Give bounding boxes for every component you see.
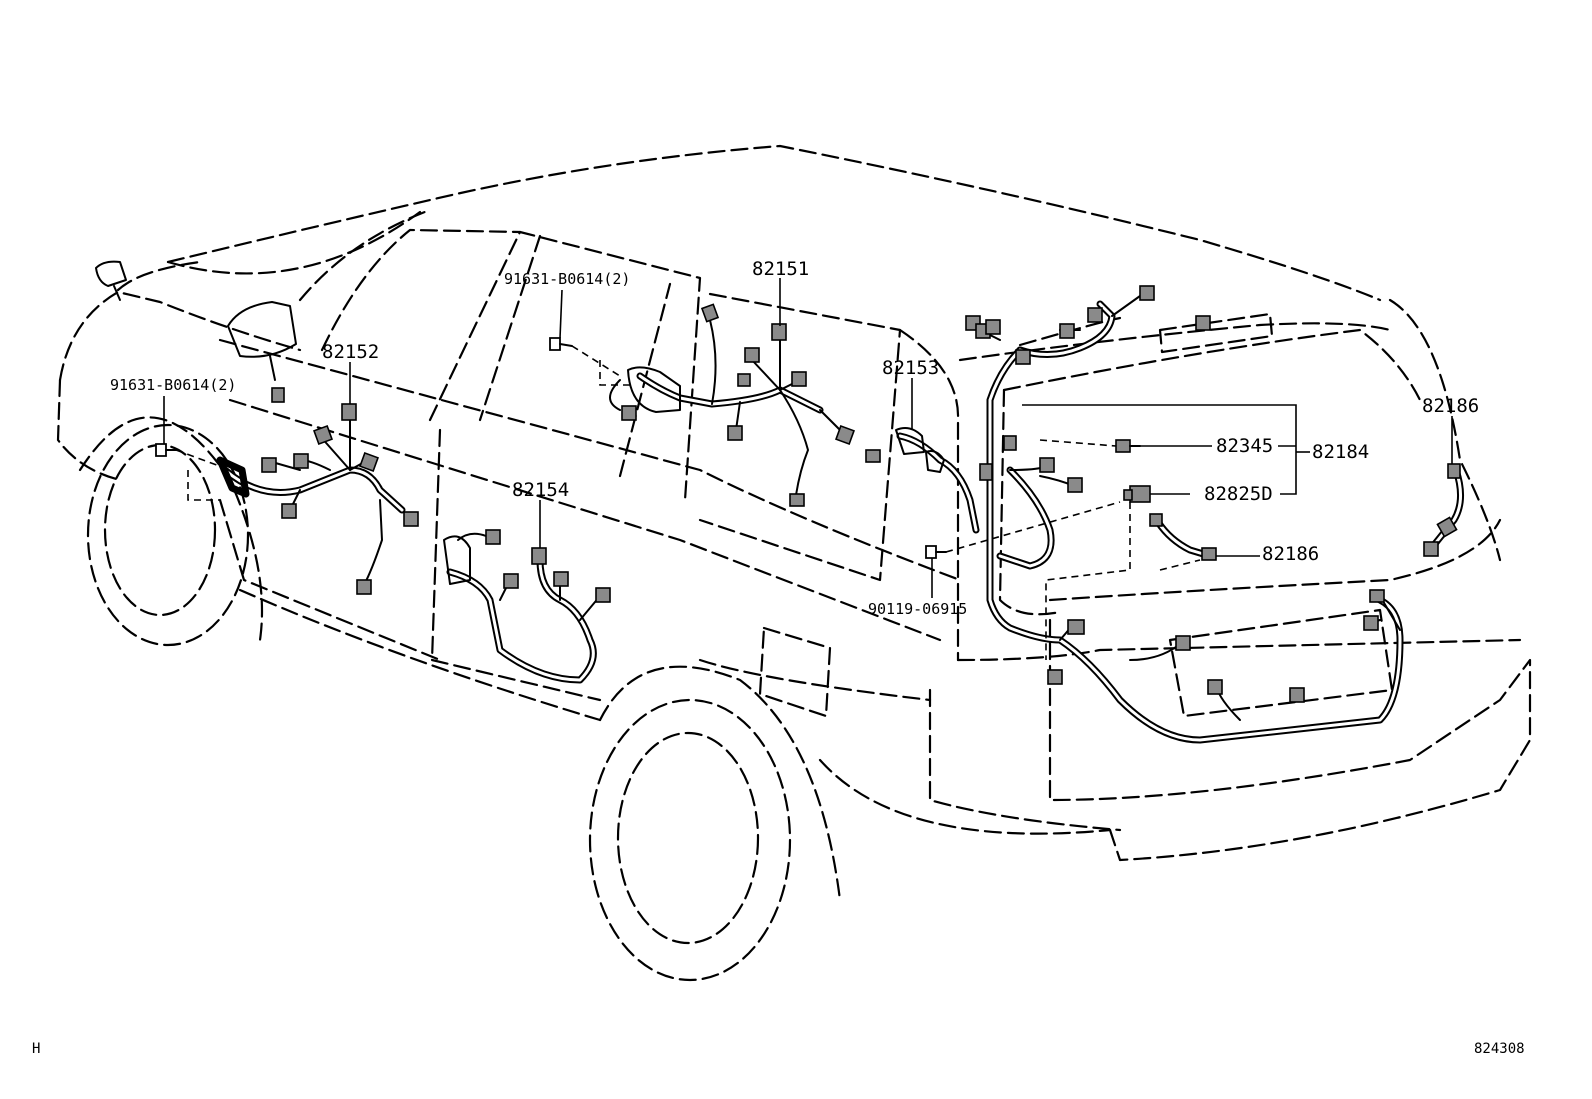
part-labels: 82151 82152 82153 82154 82186 82186 8234… [110, 258, 1479, 618]
label-82154: 82154 [512, 479, 569, 501]
corner-code-left: H [32, 1041, 40, 1057]
bolt-front [155, 443, 177, 457]
bolt-rear [925, 545, 947, 559]
harness-82184 [965, 285, 1404, 744]
front-wheel [78, 416, 264, 647]
label-82186-top: 82186 [1422, 395, 1479, 417]
harness-82152 [216, 387, 419, 595]
harness-82153 [865, 427, 980, 534]
harness-82186 [1149, 463, 1464, 561]
leader-lines [163, 278, 1453, 660]
label-82152: 82152 [322, 341, 379, 363]
label-bolt-center: 91631-B0614(2) [504, 270, 630, 288]
bolt-center [549, 337, 573, 351]
connector [341, 403, 357, 421]
label-82186-mid: 82186 [1262, 543, 1319, 565]
switch-82345 [1115, 439, 1141, 453]
label-82345: 82345 [1216, 435, 1273, 457]
vehicle-outline [56, 144, 1532, 862]
label-82151: 82151 [752, 258, 809, 280]
label-bolt-front: 91631-B0614(2) [110, 376, 236, 394]
harness-82154 [443, 529, 611, 684]
corner-code-right: 824308 [1474, 1041, 1525, 1057]
label-82153: 82153 [882, 357, 939, 379]
label-82825d: 82825D [1204, 483, 1273, 505]
harness-82151 [609, 303, 855, 507]
rear-wheel [588, 665, 842, 982]
label-82184: 82184 [1312, 441, 1369, 463]
label-bolt-rear: 90119-06915 [868, 600, 967, 618]
antenna-mirror-front [95, 260, 127, 301]
side-mirror [227, 301, 297, 381]
switch-82825d [1123, 485, 1151, 503]
